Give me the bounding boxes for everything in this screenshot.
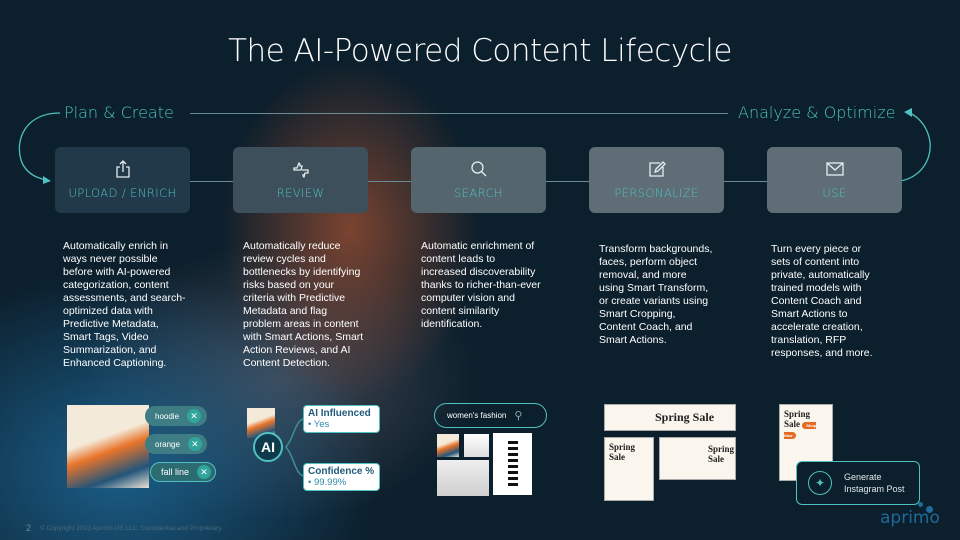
ai-badge: AI [253,432,283,462]
stage-label: SEARCH [454,186,503,200]
remove-icon[interactable]: ✕ [187,409,202,423]
result-image[interactable] [437,434,459,457]
edit-icon [648,161,666,177]
stage-upload-enrich[interactable]: UPLOAD / ENRICH [55,147,190,213]
banner-headline: Spring Sale [655,410,715,424]
analyze-optimize-label: Analyze & Optimize [738,103,896,122]
tag-chip[interactable]: hoodie ✕ [145,406,207,426]
ai-influenced-card: AI Influenced• Yes [303,405,380,433]
copyright: © Copyright 2023 Aprimo US LLC. Confiden… [40,525,223,532]
tag-chip[interactable]: orange ✕ [145,434,207,454]
stage-personalize[interactable]: PERSONALIZE [589,147,724,213]
stage-label: PERSONALIZE [614,186,699,200]
logo-dot [918,502,923,507]
banner-wide: Spring Sale [604,404,736,431]
loop-arrow-left-icon [18,112,61,184]
card-value: • Yes [308,419,330,430]
card-title: AI Influenced [308,408,371,419]
search-input[interactable]: women's fashion ⚲ [434,403,547,428]
stage-review[interactable]: REVIEW [233,147,368,213]
stage-label: USE [822,186,847,200]
logo-dot [926,506,933,513]
aprimo-logo: aprimo [880,508,940,528]
search-query: women's fashion [447,411,507,420]
banner-headline: Spring Sale [784,409,811,429]
mail-icon [825,162,844,176]
tag-chip-selected[interactable]: fall line ✕ [150,462,216,482]
search-icon [470,161,486,177]
search-description: Automatic enrichment of content leads to… [421,240,541,330]
use-description: Turn every piece or sets of content into… [771,243,873,359]
remove-icon[interactable]: ✕ [187,437,202,451]
review-description: Automatically reduce review cycles and b… [243,240,364,369]
banner-medium: Spring Sale [659,437,736,480]
tag-label: fall line [161,467,190,477]
model-photo [67,405,149,488]
tag-label: hoodie [155,411,180,421]
timeline-divider [190,113,728,114]
confidence-card: Confidence %• 99.99% [303,463,380,491]
upload-description: Automatically enrich in ways never possi… [63,240,186,369]
result-image[interactable] [437,460,489,496]
result-image[interactable] [464,434,489,457]
branch-connector [285,417,309,478]
personalize-description: Transform backgrounds, faces, perform ob… [599,243,713,346]
stage-label: UPLOAD / ENRICH [68,186,177,200]
search-icon: ⚲ [514,410,523,422]
card-title: Confidence % [308,466,375,477]
banner-headline: Spring Sale [708,444,735,464]
banner-tall: Spring Sale [604,437,654,501]
card-value: • 99.99% [308,477,347,488]
stage-search[interactable]: SEARCH [411,147,546,213]
stage-label: REVIEW [276,186,325,200]
page-number: 2 [26,523,32,533]
generate-instagram-post-button[interactable]: ✦ Generate Instagram Post [796,461,920,505]
sparkle-icon: ✦ [808,471,832,495]
banner-headline: Spring Sale [609,442,636,462]
slide-title: The AI-Powered Content Lifecycle [228,33,732,69]
generate-button-label: Generate Instagram Post [844,472,905,494]
plan-create-label: Plan & Create [64,103,174,122]
remove-icon[interactable]: ✕ [197,465,212,479]
stage-use[interactable]: USE [767,147,902,213]
result-image[interactable] [493,433,532,495]
loop-arrow-right-icon [890,108,931,183]
share-upload-icon [115,160,130,178]
thumbs-up-down-icon [292,162,309,178]
tag-label: orange [155,439,180,449]
